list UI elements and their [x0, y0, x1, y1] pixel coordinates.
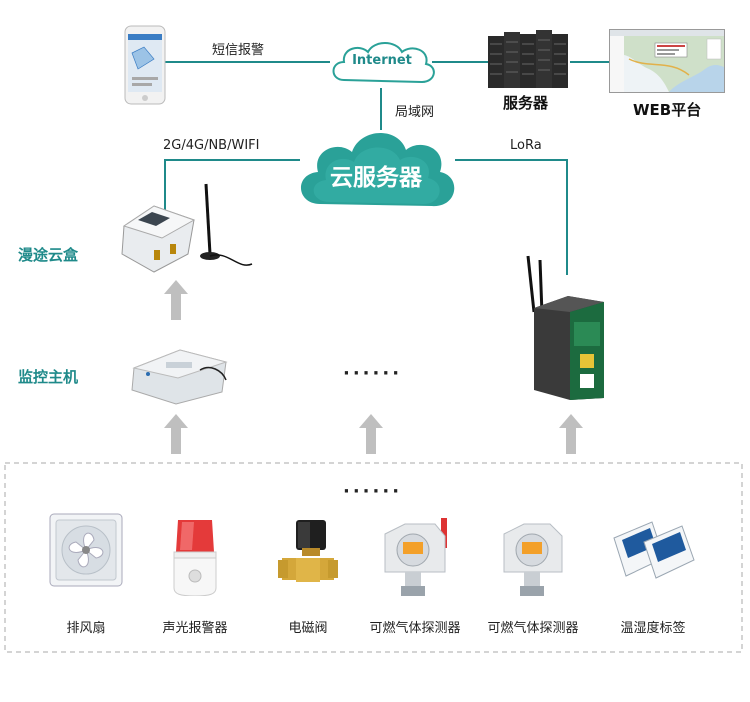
web-platform	[609, 29, 725, 93]
internet-label: Internet	[352, 53, 412, 68]
host-icon	[131, 349, 228, 405]
server-rack	[486, 28, 570, 90]
cloud-box-gateway	[118, 180, 258, 280]
phone-icon	[124, 25, 166, 105]
gateway-icon	[121, 183, 253, 273]
cloud-label: 云服务器	[330, 165, 422, 191]
device-label: 可燃气体探测器	[369, 621, 461, 636]
device-gas-detector-2	[500, 514, 572, 598]
server-label: 服务器	[503, 94, 549, 112]
left-link-label: 2G/4G/NB/WIFI	[163, 138, 260, 153]
device-label: 声光报警器	[162, 621, 228, 636]
cloud-server: 云服务器	[290, 122, 462, 220]
arrow-up-icon	[359, 414, 383, 454]
ellipsis-devices: ······	[343, 481, 403, 502]
web-map-icon	[609, 29, 725, 93]
lora-host-icon	[526, 255, 604, 400]
solenoid-valve-icon	[278, 520, 338, 582]
device-label: 温湿度标签	[620, 621, 686, 636]
server-icon	[488, 30, 568, 88]
gas-detector-icon	[503, 523, 563, 596]
temp-humidity-tag-icon	[613, 521, 695, 579]
internet-cloud-icon	[332, 42, 435, 84]
monitoring-host	[130, 340, 230, 406]
device-label: 可燃气体探测器	[487, 621, 579, 636]
device-temp-humidity-tag	[612, 520, 696, 580]
arrow-up-icon	[559, 414, 583, 454]
phone-device	[124, 25, 166, 105]
exhaust-fan-icon	[49, 513, 123, 587]
device-solenoid-valve	[278, 518, 338, 588]
gas-detector-icon	[384, 518, 447, 596]
device-alarm	[170, 516, 220, 597]
lan-label: 局域网	[395, 105, 435, 120]
right-link-label: LoRa	[510, 138, 542, 153]
device-label: 电磁阀	[288, 621, 328, 636]
device-label: 排风扇	[66, 621, 106, 636]
web-label: WEB平台	[633, 101, 702, 119]
environment-host	[520, 250, 620, 400]
arrow-up-icon	[164, 280, 188, 320]
sms-label: 短信报警	[212, 43, 265, 58]
alarm-icon	[173, 520, 217, 597]
cloud-icon	[300, 132, 455, 207]
host-label: 监控主机	[18, 368, 79, 386]
ellipsis-middle: ······	[343, 363, 403, 384]
gateway-label: 漫途云盒	[18, 246, 79, 264]
internet-cloud: Internet	[326, 36, 438, 90]
device-exhaust-fan	[48, 512, 124, 588]
arrow-up-icon	[164, 414, 188, 454]
device-gas-detector-1	[381, 514, 461, 598]
